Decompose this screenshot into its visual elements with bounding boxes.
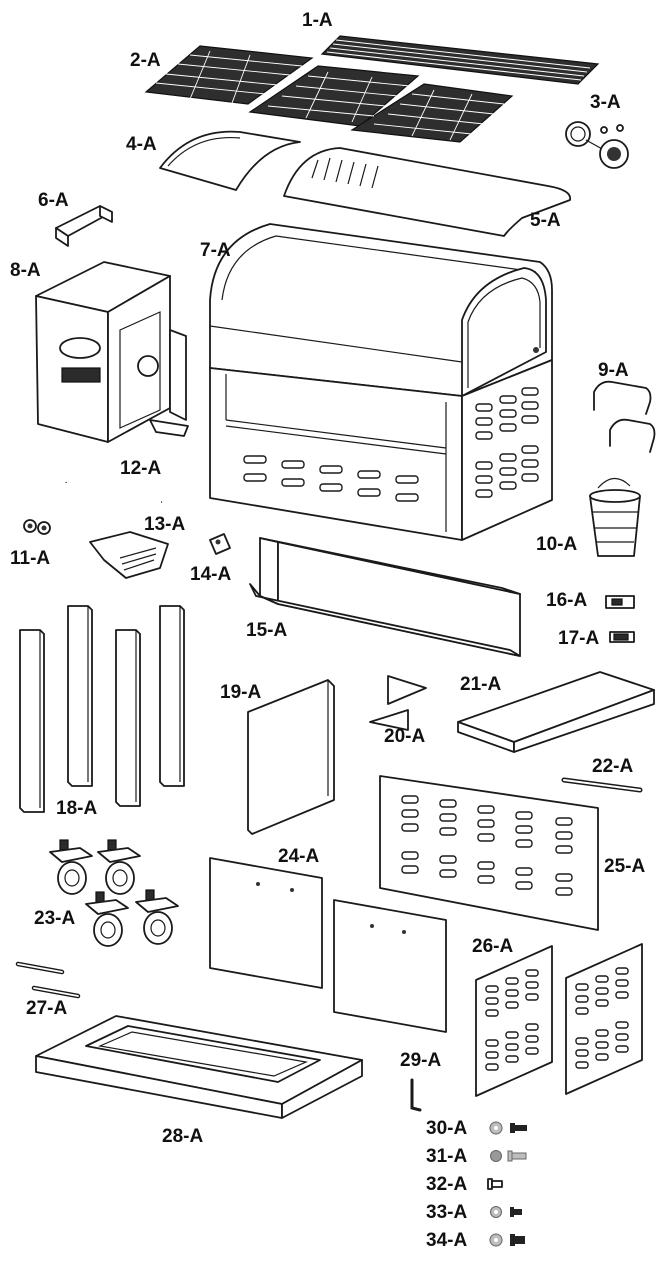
label-15-a: 15-A [246,620,287,641]
side-vent-panels-drawing [475,943,643,1097]
back-vent-panel-drawing [379,775,599,931]
large-heat-shield-drawing [283,147,571,237]
hardware-34-drawing [489,1233,525,1247]
doors-drawing [209,857,447,1033]
hex-key-drawing [410,1078,422,1112]
label-16-a: 16-A [546,590,587,611]
label-34-a: 34-A [426,1230,467,1251]
grease-bucket-drawing [589,477,641,557]
bottom-shelf-drawing [35,1015,363,1119]
label-29-a: 29-A [400,1050,441,1071]
label-25-a: 25-A [604,856,645,877]
label-31-a: 31-A [426,1146,467,1167]
label-17-a: 17-A [558,628,599,649]
label-11-a: 11-A [10,548,50,569]
label-28-a: 28-A [162,1126,203,1147]
clip-drawing [209,533,231,555]
label-6-a: 6-A [38,190,69,211]
label-10-a: 10-A [536,534,577,555]
label-32-a: 32-A [426,1174,467,1195]
label-4-a: 4-A [126,134,157,155]
label-33-a: 33-A [426,1202,467,1223]
part-labels: 1-A 2-A 3-A 4-A 5-A 6-A 7-A 8-A 9-A 10-A… [10,10,645,1251]
side-panel-drawing [247,679,335,835]
bracket-drawing [55,205,113,247]
latch-lower-drawing [609,631,635,643]
side-tray-drawing [457,671,655,753]
label-21-a: 21-A [460,674,501,695]
label-19-a: 19-A [220,682,261,703]
washers-drawing [23,519,51,535]
label-2-a: 2-A [130,50,161,71]
small-heat-shield-drawing [159,130,301,191]
label-13-a: 13-A [144,514,185,535]
hardware-30-drawing [489,1121,527,1135]
hopper-drawing [35,261,189,443]
label-14-a: 14-A [190,564,231,585]
handles-drawing [593,380,656,453]
legs-drawing [19,605,185,813]
small-rods-drawing [15,961,81,999]
label-20-a: 20-A [384,726,425,747]
label-9-a: 9-A [598,360,629,381]
casters-drawing [49,839,179,947]
hardware-32-drawing [487,1178,503,1190]
label-5-a: 5-A [530,210,561,231]
deflector-drawing [89,531,169,579]
label-24-a: 24-A [278,846,319,867]
cooking-grates-drawing [144,45,514,143]
label-30-a: 30-A [426,1118,467,1139]
label-22-a: 22-A [592,756,633,777]
knob-assembly-drawing [565,121,629,169]
label-3-a: 3-A [590,92,621,113]
label-1-a: 1-A [302,10,333,31]
label-18-a: 18-A [56,798,97,819]
label-7-a: 7-A [200,240,231,261]
label-23-a: 23-A [34,908,75,929]
rod-drawing [561,777,643,793]
warming-rack-drawing [320,35,600,85]
label-27-a: 27-A [26,998,67,1019]
hardware-31-drawing [490,1150,527,1162]
side-handle-drawing [63,468,173,504]
hardware-33-drawing [490,1206,522,1218]
label-12-a: 12-A [120,458,161,479]
label-26-a: 26-A [472,936,513,957]
grill-body-drawing [209,223,553,541]
corner-brackets-drawing [369,675,427,731]
label-8-a: 8-A [10,260,41,281]
latch-upper-drawing [605,595,635,609]
front-shelf-drawing [249,537,521,657]
